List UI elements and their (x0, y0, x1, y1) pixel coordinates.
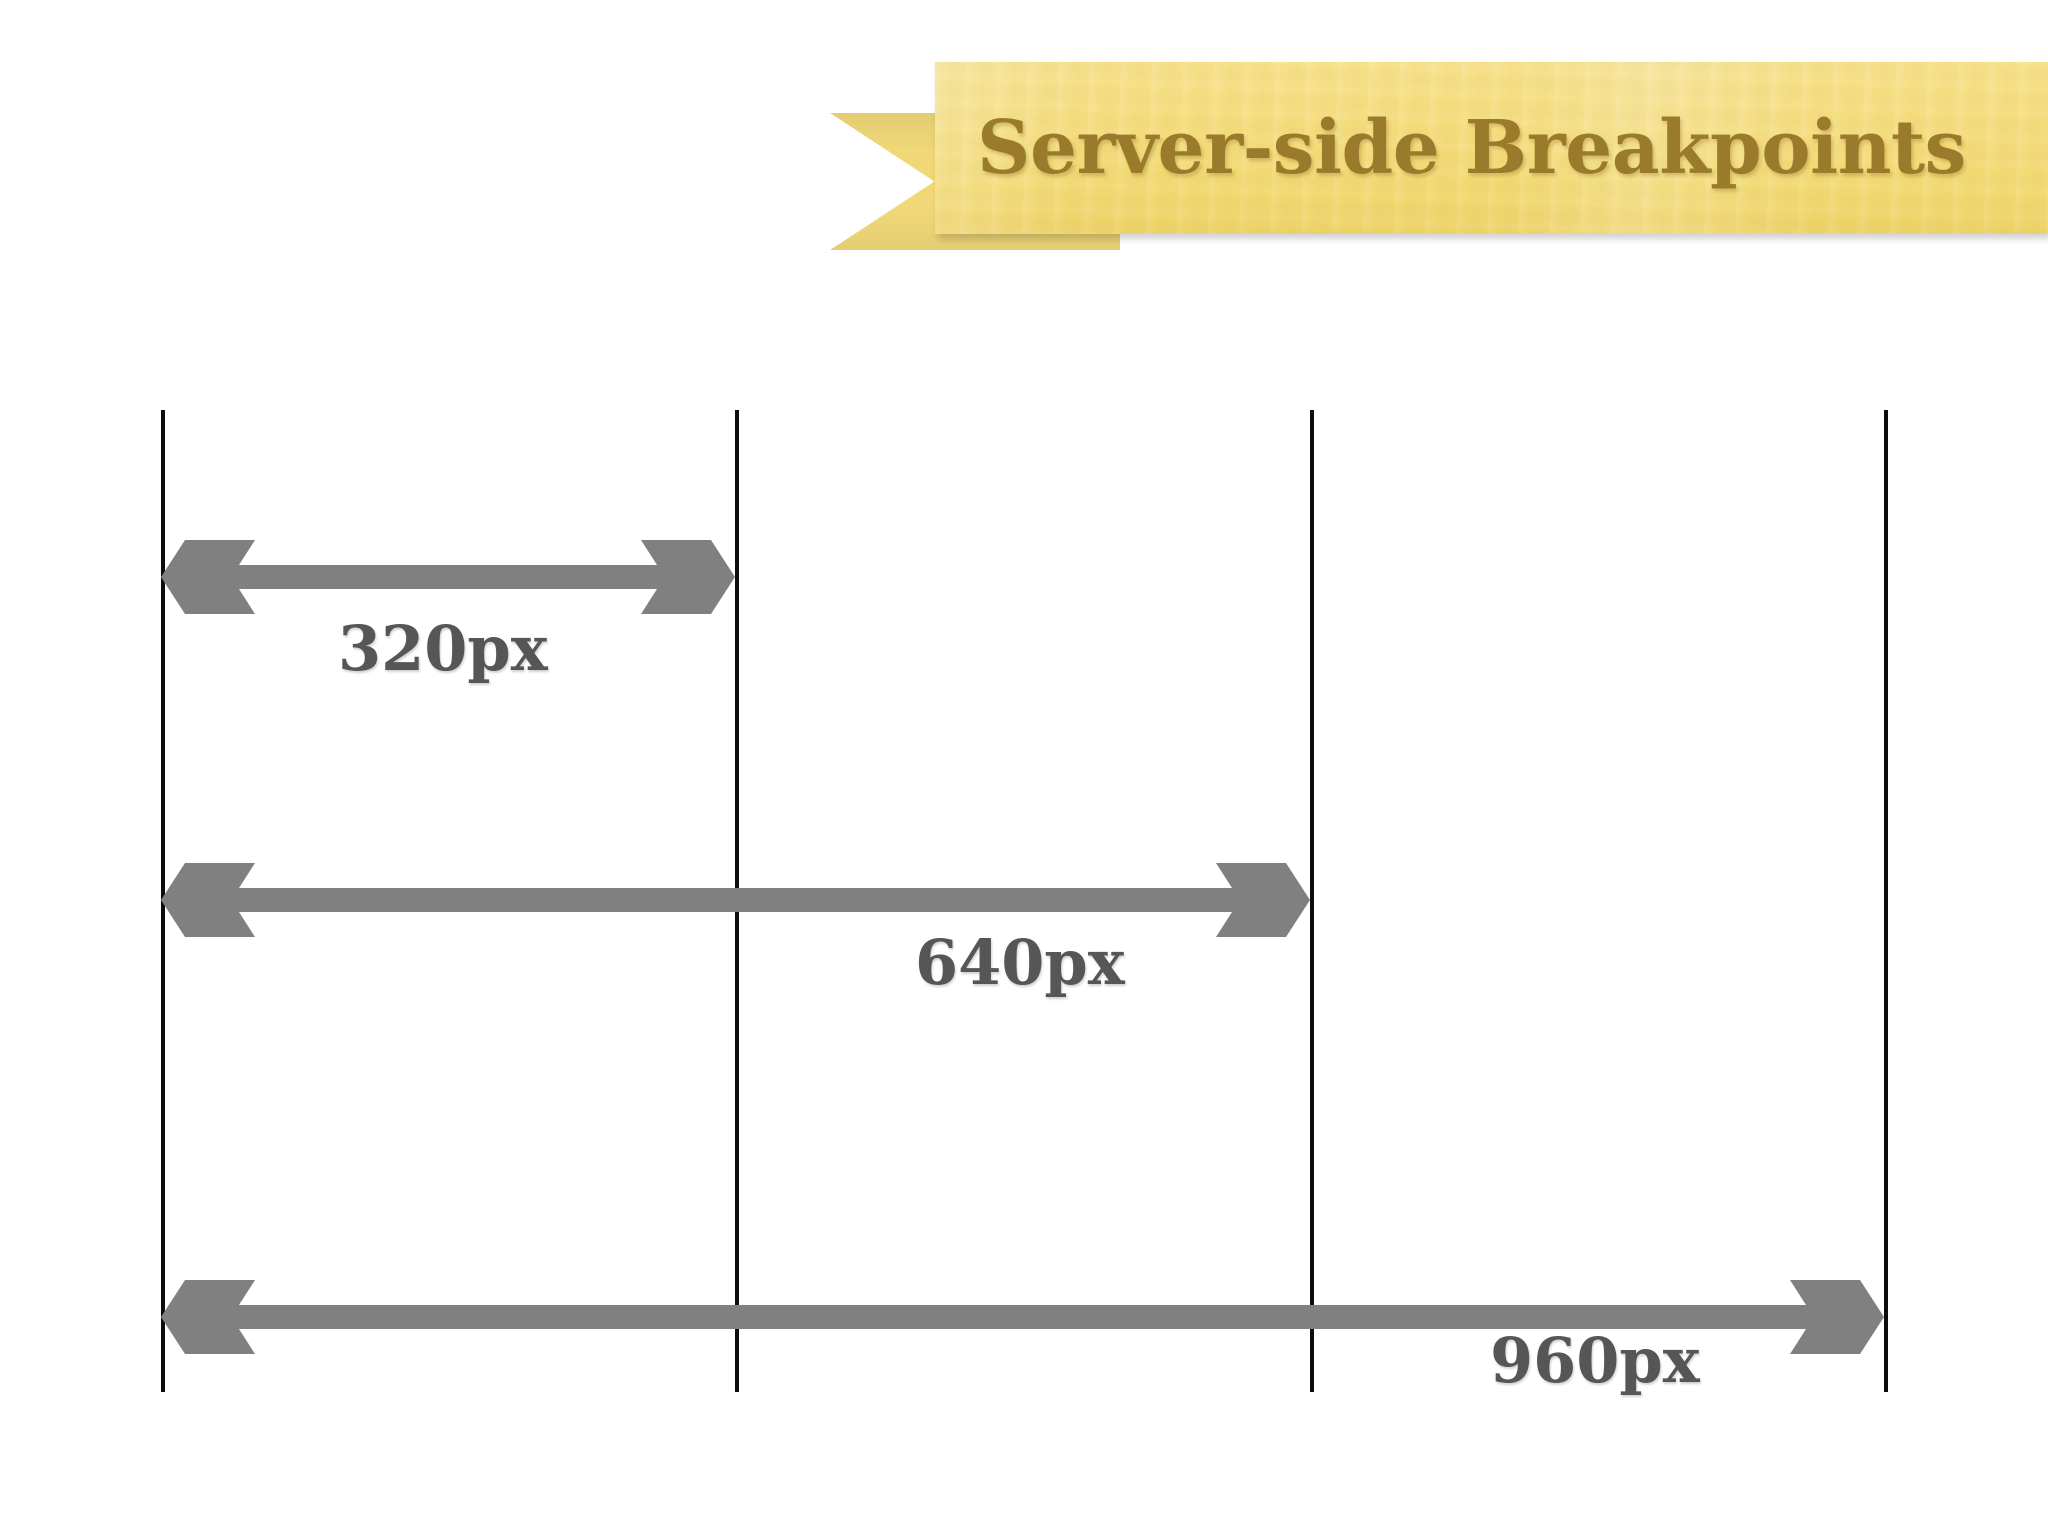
dimension-label-640px: 640px (915, 926, 1125, 999)
gridline-960px (1884, 410, 1888, 1392)
ribbon-main-band: Server-side Breakpoints (935, 62, 2048, 234)
double-headed-arrow-icon (161, 540, 735, 614)
title-ribbon: Server-side Breakpoints (830, 50, 2048, 260)
dimension-label-320px: 320px (338, 612, 548, 685)
gridline-640px (1310, 410, 1314, 1392)
measure-arrow-960px (161, 1272, 1884, 1362)
measure-arrow-640px (161, 855, 1310, 945)
double-headed-arrow-icon (161, 1280, 1884, 1354)
double-headed-arrow-icon (161, 863, 1310, 937)
measure-arrow-320px (161, 532, 735, 622)
page-title: Server-side Breakpoints (977, 105, 1966, 191)
dimension-label-960px: 960px (1490, 1324, 1700, 1397)
